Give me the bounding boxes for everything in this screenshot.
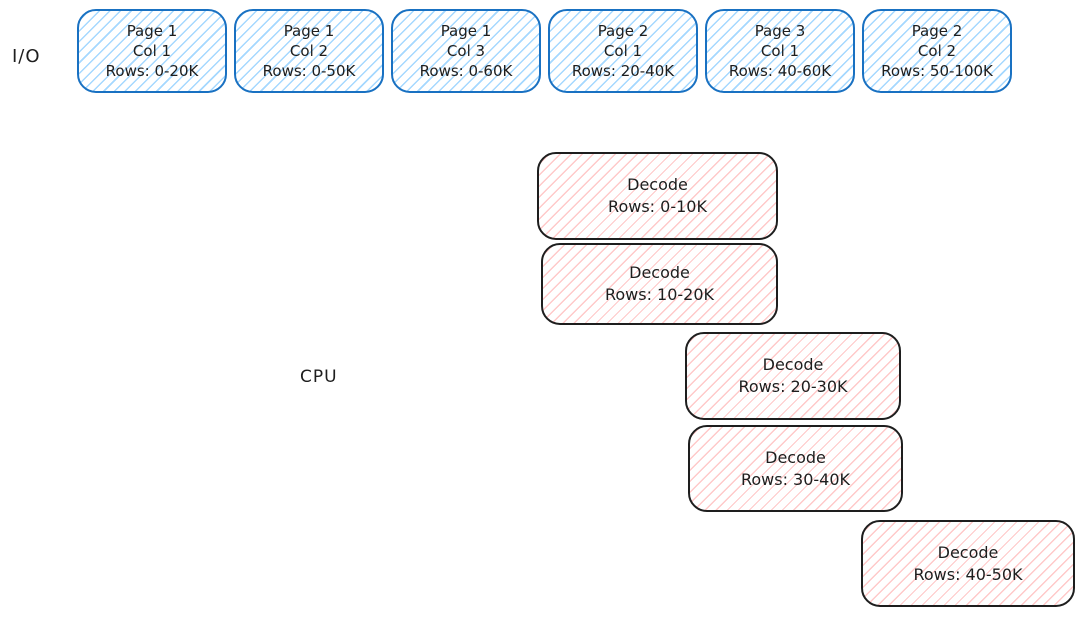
page-label: Page 2 [911, 21, 963, 40]
col-label: Col 2 [289, 41, 329, 60]
decode-label: Decode [937, 542, 999, 562]
io-lane-label: I/O [12, 46, 41, 67]
cpu-decode-box: Decode Rows: 30-40K [688, 425, 903, 512]
page-label: Page 1 [126, 21, 178, 40]
io-page-box: Page 2 Col 1 Rows: 20-40K [548, 9, 698, 93]
rows-label: Rows: 40-50K [913, 564, 1023, 584]
rows-label: Rows: 0-20K [105, 62, 199, 81]
io-page-box: Page 1 Col 3 Rows: 0-60K [391, 9, 541, 93]
rows-label: Rows: 30-40K [740, 469, 851, 489]
col-label: Col 1 [760, 41, 800, 60]
rows-label: Rows: 10-20K [604, 285, 715, 304]
rows-label: Rows: 0-50K [262, 62, 356, 81]
decode-label: Decode [627, 175, 688, 195]
col-label: Col 1 [132, 41, 172, 60]
page-label: Page 1 [283, 21, 335, 40]
rows-label: Rows: 0-10K [608, 197, 707, 216]
cpu-decode-box: Decode Rows: 10-20K [541, 243, 778, 325]
rows-label: Rows: 50-100K [881, 62, 993, 81]
rows-label: Rows: 20-40K [571, 62, 675, 81]
page-label: Page 2 [597, 21, 649, 40]
page-label: Page 3 [754, 21, 806, 40]
io-page-box: Page 3 Col 1 Rows: 40-60K [705, 9, 855, 93]
rows-label: Rows: 20-30K [738, 377, 848, 396]
cpu-decode-box: Decode Rows: 20-30K [685, 332, 901, 420]
io-page-box: Page 1 Col 1 Rows: 0-20K [77, 9, 227, 93]
decode-label: Decode [629, 263, 690, 283]
decode-label: Decode [765, 447, 826, 467]
page-label: Page 1 [440, 21, 492, 40]
col-label: Col 1 [603, 41, 643, 60]
col-label: Col 3 [446, 41, 486, 60]
cpu-lane-label: CPU [300, 367, 338, 387]
rows-label: Rows: 40-60K [728, 62, 832, 81]
io-page-box: Page 2 Col 2 Rows: 50-100K [862, 9, 1012, 93]
decode-label: Decode [762, 355, 824, 375]
cpu-decode-box: Decode Rows: 40-50K [861, 520, 1075, 607]
io-page-box: Page 1 Col 2 Rows: 0-50K [234, 9, 384, 93]
cpu-decode-box: Decode Rows: 0-10K [537, 152, 778, 240]
rows-label: Rows: 0-60K [419, 62, 513, 81]
col-label: Col 2 [917, 41, 957, 60]
